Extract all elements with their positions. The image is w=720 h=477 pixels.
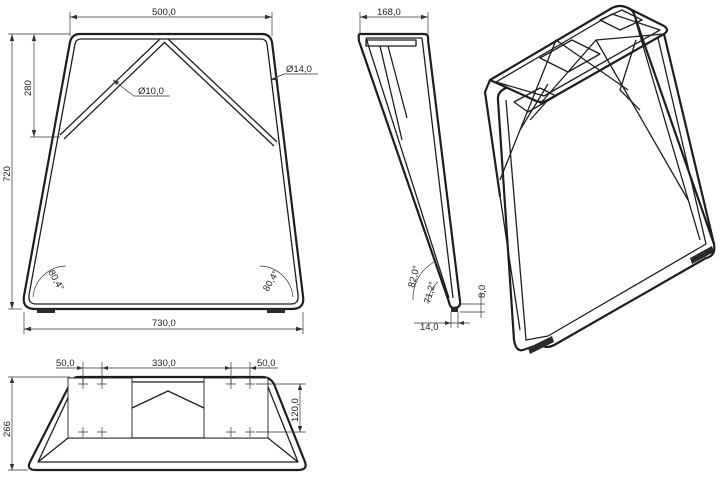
- iso-plate-front: [513, 87, 557, 113]
- isometric-view: [483, 4, 716, 354]
- dim-side-foot-width: 14,0: [420, 322, 439, 333]
- front-foot-left: [37, 309, 55, 313]
- iso-foot-front: [528, 336, 554, 354]
- dim-side-angle-inner: 71,2°: [422, 280, 438, 305]
- dim-front-top-width: 500,0: [152, 7, 176, 18]
- iso-plate-back: [539, 39, 601, 73]
- front-foot-right: [267, 309, 285, 313]
- side-foot: [451, 308, 458, 312]
- side-frame-inner: [365, 37, 454, 299]
- iso-top-rail: [488, 4, 669, 104]
- dim-side-foot-height: 8,0: [477, 285, 488, 298]
- dim-top-total-depth: 266: [2, 421, 13, 437]
- iso-foot-back: [690, 246, 714, 264]
- iso-back-leg: [483, 6, 716, 246]
- top-cross-bar: [37, 437, 299, 463]
- top-plate-right: [203, 377, 269, 439]
- dim-front-total-height: 720: [2, 166, 13, 182]
- dim-brace-diameter: Ø10,0: [138, 86, 164, 97]
- iso-brace-mid: [519, 39, 641, 131]
- top-view: 50,0 330,0 50,0 120,0 266: [2, 358, 307, 472]
- dim-frame-diameter: Ø14,0: [286, 64, 312, 75]
- dim-angle-left: 80,4°: [45, 268, 66, 293]
- dim-top-hole-spacing: 330,0: [152, 358, 176, 369]
- side-plate: [365, 39, 417, 141]
- dim-front-bottom-width: 730,0: [152, 318, 176, 329]
- iso-bottom-rail: [499, 21, 701, 331]
- iso-plate-top: [599, 9, 643, 31]
- dim-front-brace-height: 280: [23, 80, 34, 96]
- dim-top-right-margin: 50,0: [257, 358, 276, 369]
- iso-top-rail-inner: [495, 13, 661, 97]
- top-plate-left: [67, 377, 133, 439]
- dim-side-angle-outer: 82,0°: [406, 264, 422, 289]
- side-frame-outer: [357, 32, 462, 310]
- side-view: 168,0 82,0° 71,2° 8,0 14,0: [357, 7, 488, 333]
- dim-top-left-margin: 50,0: [56, 358, 75, 369]
- dim-top-plate-depth: 120,0: [290, 398, 301, 422]
- front-frame-outer: [22, 32, 305, 311]
- iso-brace-back: [499, 39, 629, 181]
- dim-side-top-depth: 168,0: [377, 7, 401, 18]
- top-brace: [131, 390, 205, 409]
- front-brace-left: [59, 38, 166, 140]
- iso-front-frame-inner: [505, 37, 707, 341]
- front-brace-right: [163, 38, 278, 147]
- front-frame-inner: [28, 38, 299, 305]
- front-view: 500,0 730,0 720 280 Ø10,0 Ø14,0 80,: [2, 7, 318, 334]
- iso-brace-front: [539, 33, 689, 201]
